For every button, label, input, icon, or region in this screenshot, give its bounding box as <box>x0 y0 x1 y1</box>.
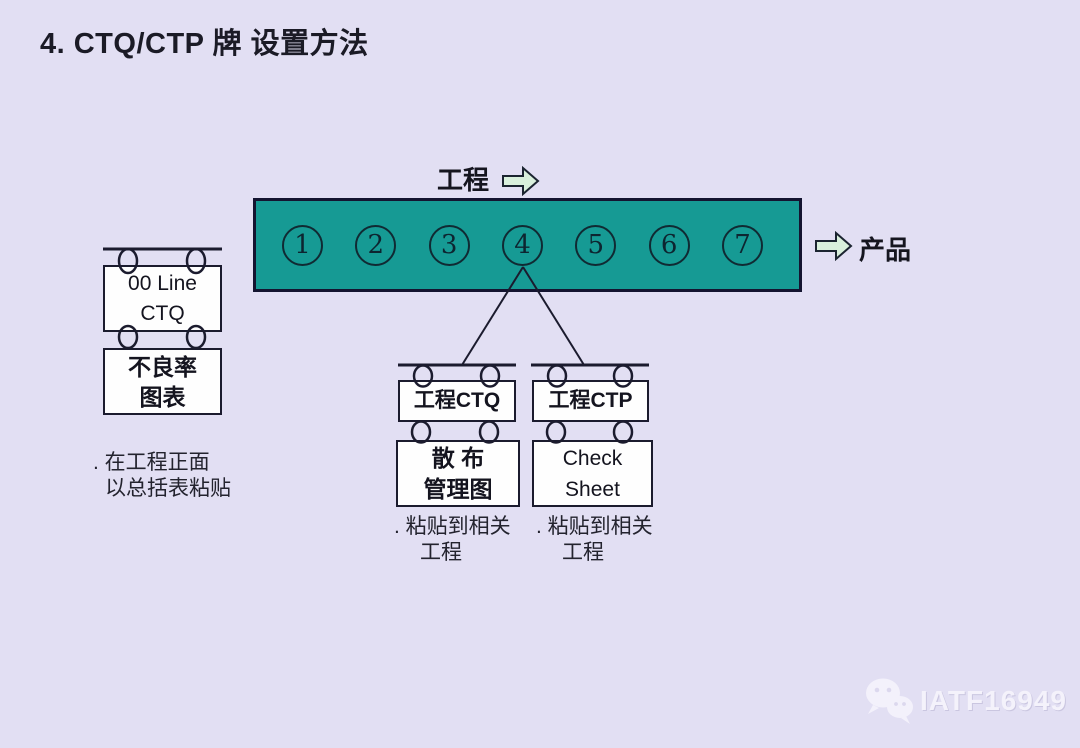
process-step-7: 7 <box>721 224 763 266</box>
right-arrow-icon <box>502 166 540 196</box>
note-line-summary: . 在工程正面 以总括表粘贴 <box>93 450 231 502</box>
card-defect-rate-line1: 不良率 <box>128 353 197 380</box>
process-bar: 1 2 3 4 5 6 7 <box>253 198 802 292</box>
process-step-3: 3 <box>428 224 470 266</box>
process-step-2: 2 <box>355 224 397 266</box>
card-process-ctq: 工程CTQ <box>398 380 516 422</box>
product-label: 产品 <box>859 235 912 265</box>
note-line-summary-line2: 以总括表粘贴 <box>105 477 231 500</box>
note-ctq-paste-line1: . 粘贴到相关 <box>394 515 511 538</box>
process-label: 工程 <box>437 165 490 195</box>
card-scatter-line1: 散 布 <box>431 444 485 471</box>
card-scatter-control-chart: 散 布 管理图 <box>396 440 520 507</box>
watermark: IATF16949 <box>862 676 1067 726</box>
card-defect-rate-line2: 图表 <box>139 383 186 410</box>
wechat-icon <box>866 678 913 724</box>
process-step-1: 1 <box>282 224 323 266</box>
card-scatter-line2: 管理图 <box>423 475 493 502</box>
note-ctq-paste-line2: 工程 <box>420 541 462 564</box>
card-00line-ctq-line1: 00 Line <box>128 271 197 295</box>
process-step-6: 6 <box>648 224 690 266</box>
card-process-ctq-label: 工程CTQ <box>413 389 501 412</box>
page-title: 4. CTQ/CTP 牌 设置方法 <box>40 28 369 60</box>
process-step-5: 5 <box>575 224 617 266</box>
card-process-ctp: 工程CTP <box>532 380 649 422</box>
card-00line-ctq: 00 Line CTQ <box>103 265 222 332</box>
note-line-summary-line1: . 在工程正面 <box>93 451 210 474</box>
card-00line-ctq-line2: CTQ <box>140 301 185 325</box>
card-check-sheet-line2: Sheet <box>565 477 620 501</box>
card-check-sheet: Check Sheet <box>532 440 653 507</box>
process-step-4: 4 <box>501 224 543 266</box>
note-ctp-paste-line1: . 粘贴到相关 <box>536 515 653 538</box>
note-ctp-paste-line2: 工程 <box>562 541 604 564</box>
watermark-text: IATF16949 <box>920 685 1067 716</box>
right-arrow-icon <box>815 231 853 261</box>
note-ctp-paste: . 粘贴到相关 工程 <box>536 514 653 566</box>
card-check-sheet-line1: Check <box>562 446 623 470</box>
card-process-ctp-label: 工程CTP <box>548 389 633 412</box>
card-defect-rate-chart: 不良率 图表 <box>103 348 222 415</box>
note-ctq-paste: . 粘贴到相关 工程 <box>394 514 511 566</box>
